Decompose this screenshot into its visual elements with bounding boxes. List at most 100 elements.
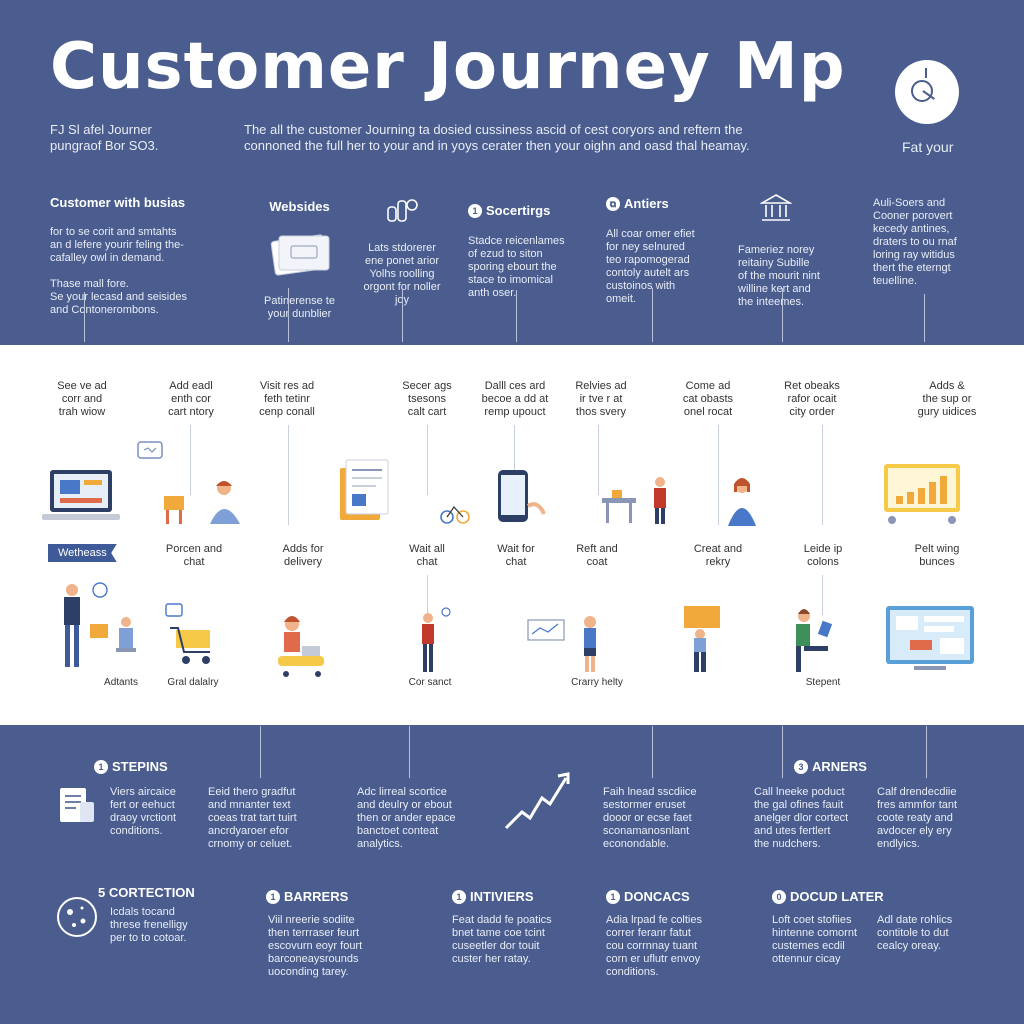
top-column-7: Auli-Soers and Cooner porovert kecedy an… — [873, 184, 983, 288]
stage-label: Leide ip colons — [803, 543, 843, 568]
stage-label: Visit res ad feth tetinr cenp conall — [259, 380, 315, 418]
intro-center-text: The all the customer Journing ta dosied … — [244, 122, 750, 153]
connector-line — [260, 726, 261, 778]
illustration-caption: Cor sanct — [408, 677, 452, 688]
detail-text: Feat dadd fe poatics bnet tame coe tcint… — [452, 914, 552, 965]
delivery-cart-illustration — [165, 603, 210, 664]
connector-line — [514, 425, 515, 475]
connector-line — [822, 425, 823, 525]
document-stack-icon — [340, 459, 389, 520]
connector-line — [190, 425, 191, 495]
detail-text: Adl date rohlics contitole to dut cealcy… — [877, 914, 953, 952]
stage-label: Relvies ad ir tve r at thos svery — [575, 380, 627, 418]
credit-card-icon — [270, 234, 329, 276]
detail-text: Loft coet stofiies hintenne comornt cust… — [772, 914, 857, 965]
person-on-tablet-illustration — [796, 609, 833, 672]
connector-line — [402, 288, 403, 342]
detail-text: Eeid thero gradfut and mnanter text coea… — [208, 786, 297, 850]
connector-line — [409, 726, 410, 778]
top-column-body: Fameriez norey reitainy Subille of the m… — [738, 244, 820, 308]
header-right-label: Fat your — [902, 139, 954, 155]
top-column-body: Lats stdorerer ene ponet arior Yolhs roo… — [363, 242, 441, 306]
detail-text: Viers aircaice fert or eehuct draoy vrct… — [110, 786, 177, 837]
detail-text: Adc lirreal scortice and deulry or ebout… — [357, 786, 456, 850]
connector-line — [782, 288, 783, 342]
bank-icon — [760, 194, 792, 221]
connector-line — [652, 726, 653, 778]
detail-text: Viil nreerie sodiite then terrraser feur… — [268, 914, 363, 978]
dashboard-monitor-icon — [886, 606, 974, 670]
illustration-caption: Stepent — [805, 677, 841, 688]
laptop-illustration — [42, 470, 120, 520]
stage-label: Add eadl enth cor cart ntory — [168, 380, 214, 418]
details-band — [0, 725, 1024, 1024]
connector-line — [427, 425, 428, 495]
step-number-badge: 0 — [772, 890, 786, 904]
illustration-caption: Crarry helty — [571, 677, 623, 688]
copy-icon: ⧉ — [606, 197, 620, 211]
clock-icon — [895, 60, 959, 124]
detail-text: Calf drendecdiie fres ammfor tant coote … — [877, 786, 958, 850]
support-agent-illustration — [728, 478, 756, 526]
connector-line — [84, 292, 85, 342]
top-column-6: Fameriez norey reitainy Subille of the m… — [738, 180, 848, 309]
chat-icon — [137, 441, 163, 459]
detail-text: Call lneeke poduct the gal ofines fauit … — [754, 786, 849, 850]
review-person-illustration — [527, 616, 596, 672]
connector-line — [926, 726, 927, 778]
people-icon — [387, 199, 418, 222]
stage-label: Secer ags tsesons calt cart — [402, 380, 452, 418]
page-title: Customer Journey Mp — [50, 30, 846, 104]
stage-label: Wait for chat — [497, 543, 535, 568]
step-number-badge: 1 — [266, 890, 280, 904]
stage-label: Adds for delivery — [282, 543, 324, 568]
stage-label: Reft and coat — [576, 543, 618, 568]
stage-label: Dalll ces ard becoe a dd at remp upouct — [481, 380, 549, 418]
stage-label: Porcen and chat — [165, 543, 223, 568]
step-number-badge: 3 — [794, 760, 808, 774]
illustration-caption: Adtants — [104, 677, 138, 688]
step-number-badge: 1 — [452, 890, 466, 904]
top-column-1: Customer with busias for to se corit and… — [50, 183, 215, 317]
connector-line — [598, 425, 599, 495]
section-heading: 5 CORTECTION — [98, 885, 195, 900]
stage-label: Adds & the sup or gury uidices — [917, 380, 977, 418]
stage-label: Pelt wing bunces — [914, 543, 960, 568]
detail-text: Faih lnead sscdiice sestormer eruset doo… — [603, 786, 697, 850]
smartphone-icon — [498, 470, 546, 522]
standing-person-illustration — [422, 607, 451, 672]
stage-label: Come ad cat obasts onel rocat — [682, 380, 734, 418]
top-column-body: All coar omer efiet for ney selnured teo… — [606, 228, 695, 305]
stage-label: Ret obeaks rafor ocait city order — [784, 380, 840, 418]
stage-label: Creat and rekry — [693, 543, 743, 568]
top-column-body: Patinerense te your dunblier — [264, 295, 335, 320]
shopper-illustration — [164, 481, 240, 524]
step-number: 5 — [98, 885, 106, 900]
top-column-body: Stadce reicenlames of ezud to siton spor… — [468, 235, 565, 299]
connector-line — [718, 425, 719, 525]
detail-text: Icdals tocand threse frenelligy per to t… — [110, 906, 188, 944]
top-column-heading: ⧉Antiers — [606, 197, 721, 211]
step-number-badge: 1 — [94, 760, 108, 774]
journey-band — [0, 345, 1024, 725]
person-with-laptop-illustration — [278, 616, 324, 677]
carrying-box-illustration — [684, 606, 720, 672]
stage-tag: Wetheass — [48, 544, 117, 562]
top-column-3: Lats stdorerer ene ponet arior Yolhs roo… — [357, 182, 447, 307]
stage-label: Wait all chat — [409, 543, 445, 568]
connector-line — [782, 726, 783, 778]
illustration-caption: Gral dalalry — [167, 677, 219, 688]
top-column-2: Websides Patinerense te your dunblier — [252, 187, 347, 321]
intro-left-text: FJ Sl afel Journer pungraof Bor SO3. — [50, 122, 159, 153]
document-icon — [60, 788, 94, 822]
detail-text: Adia lrpad fe colties correr feranr fatu… — [606, 914, 702, 978]
top-column-body: Auli-Soers and Cooner porovert kecedy an… — [873, 197, 957, 287]
